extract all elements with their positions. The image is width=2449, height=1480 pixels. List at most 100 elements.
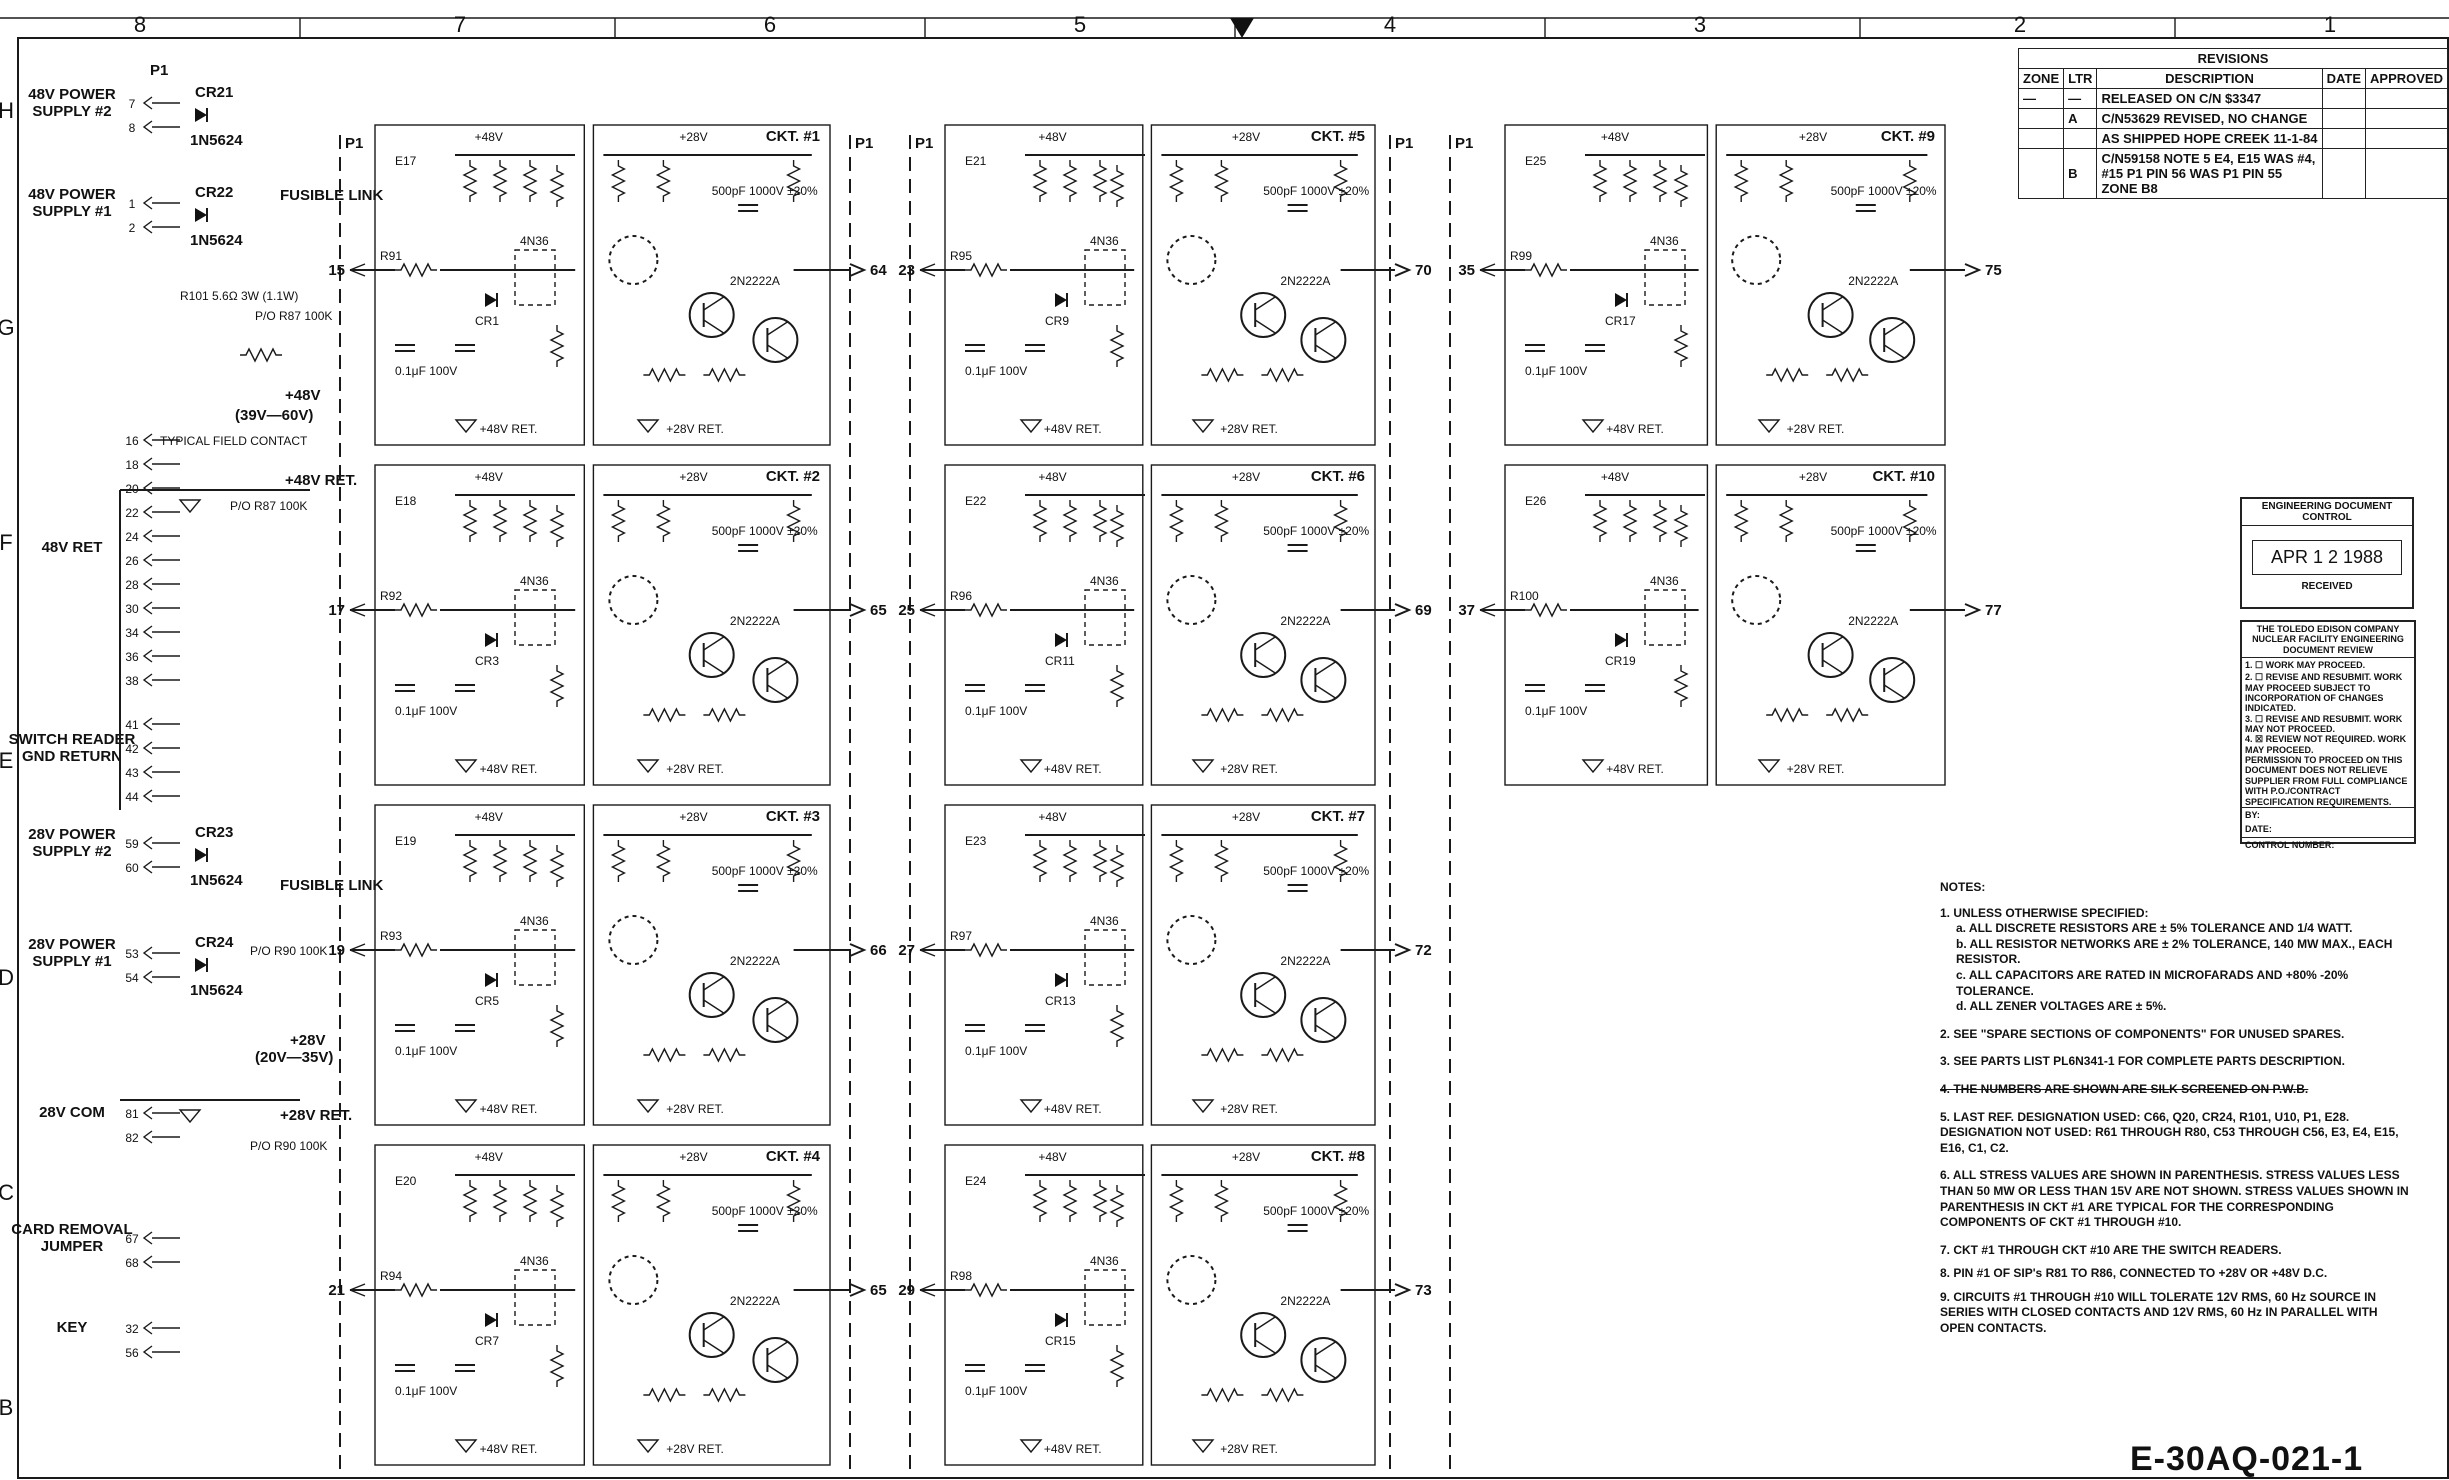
return-label: +28V RET. [1220,1102,1278,1116]
resistor-icon [395,942,437,958]
diode-triangle [1055,1313,1067,1327]
resistor-icon [549,505,565,547]
circuit-input-box [374,1144,586,1466]
transistor-icon [752,997,799,1043]
return-label: +28V RET. [1220,1442,1278,1456]
connector-label: P1 [1455,135,1473,152]
resistor-icon [549,1345,565,1387]
pin-number: 59 [125,837,139,851]
supply-label: +48V [285,387,320,404]
supply-range: (20V—35V) [255,1049,333,1066]
transistor-icon [1300,657,1347,703]
transistor-icon [688,972,735,1018]
input-label: 48V RET [42,539,103,556]
pin-number: 36 [125,650,139,664]
output-arrow-icon [849,1283,867,1297]
part-label: 0.1μF 100V [395,1044,457,1058]
diode-triangle [485,973,497,987]
review-by: BY: [2242,806,2414,822]
output-pin-number: 75 [1985,262,2002,279]
pin-contact-icon [142,860,153,874]
resistor-icon [610,1180,626,1222]
return-label: +48V RET. [285,472,357,489]
resistor-icon [965,262,1007,278]
resistor-icon [1733,500,1749,542]
input-label: SWITCH READER [9,731,136,748]
pin-contact-icon [142,649,153,663]
return-label: +48V RET. [1044,1102,1102,1116]
resistor-icon [549,665,565,707]
return-label: +28V RET. [666,1442,724,1456]
resistor-icon [1062,840,1078,882]
terminal-label: E22 [965,494,987,508]
pin-number: 42 [125,742,139,756]
optocoupler-icon [1644,249,1686,306]
input-label: 28V POWER [28,826,116,843]
resistor-icon [1261,707,1304,723]
input-label: 48V POWER [28,186,116,203]
terminal-label: E24 [965,1174,987,1188]
supply-label: +48V [1601,470,1629,484]
resistor-icon [549,845,565,887]
transistor-icon [1240,632,1287,678]
resistor-label: P/O R87 100K [230,499,307,513]
note-item: 8. PIN #1 OF SIP's R81 TO R86, CONNECTED… [1940,1266,2328,1281]
diode-type: 1N5624 [190,982,243,999]
phototransistor-icon [1166,235,1217,285]
resistor-icon [462,840,478,882]
pin-number: 1 [129,197,136,211]
optocoupler-icon [514,589,556,646]
resistor-icon [1109,325,1125,367]
resistor-icon [522,1180,538,1222]
note-item: d. ALL ZENER VOLTAGES ARE ± 5%. [1956,999,2167,1014]
return-label: +28V RET. [666,422,724,436]
ground-icon [178,1109,202,1124]
return-label: +28V RET. [1220,762,1278,776]
return-label: +48V RET. [480,762,538,776]
supply-label: +48V [475,810,503,824]
resistor-icon [549,1185,565,1227]
circuit-output-box [592,124,831,446]
diode-icon [485,1313,498,1327]
resistor-label: R93 [380,929,402,943]
diode-triangle [195,848,207,862]
pin-contact-icon [142,1321,153,1335]
ground-icon [1581,759,1605,774]
transistor-icon [1300,317,1347,363]
part-label: 0.1μF 100V [965,1384,1027,1398]
part-label: 0.1μF 100V [395,364,457,378]
circuit-id: CKT. #8 [1311,1148,1365,1165]
resistor-icon [1261,367,1304,383]
resistor-icon [1261,1387,1304,1403]
resistor-icon [1673,665,1689,707]
rev-desc: RELEASED ON C/N $3347 [2096,88,2323,109]
resistor-icon [492,1180,508,1222]
input-pin-number: 29 [898,1282,915,1299]
ground-icon [1191,419,1215,434]
transistor-body [1240,632,1287,678]
part-label: 4N36 [1090,574,1119,588]
resistor-icon [610,840,626,882]
capacitor-icon [1025,1364,1045,1372]
resistor-icon [1333,160,1349,202]
capacitor-icon [738,204,759,212]
resistor-icon [1092,840,1108,882]
ground-icon [1581,419,1605,434]
output-pin-number: 69 [1415,602,1432,619]
return-label: +28V RET. [1787,422,1845,436]
input-pin-number: 21 [328,1282,345,1299]
resistor-icon [965,942,1007,958]
part-label: 500pF 1000V ±20% [712,1204,818,1218]
transistor-collector [1254,296,1276,311]
resistor-icon [1109,505,1125,547]
pin-number: 44 [125,790,139,804]
optocoupler-icon [1084,929,1126,986]
transistor-collector [767,661,788,676]
resistor-icon [462,1180,478,1222]
diode-ref: CR19 [1605,654,1636,668]
resistor-icon [1201,1047,1244,1063]
pin-number: 28 [125,578,139,592]
